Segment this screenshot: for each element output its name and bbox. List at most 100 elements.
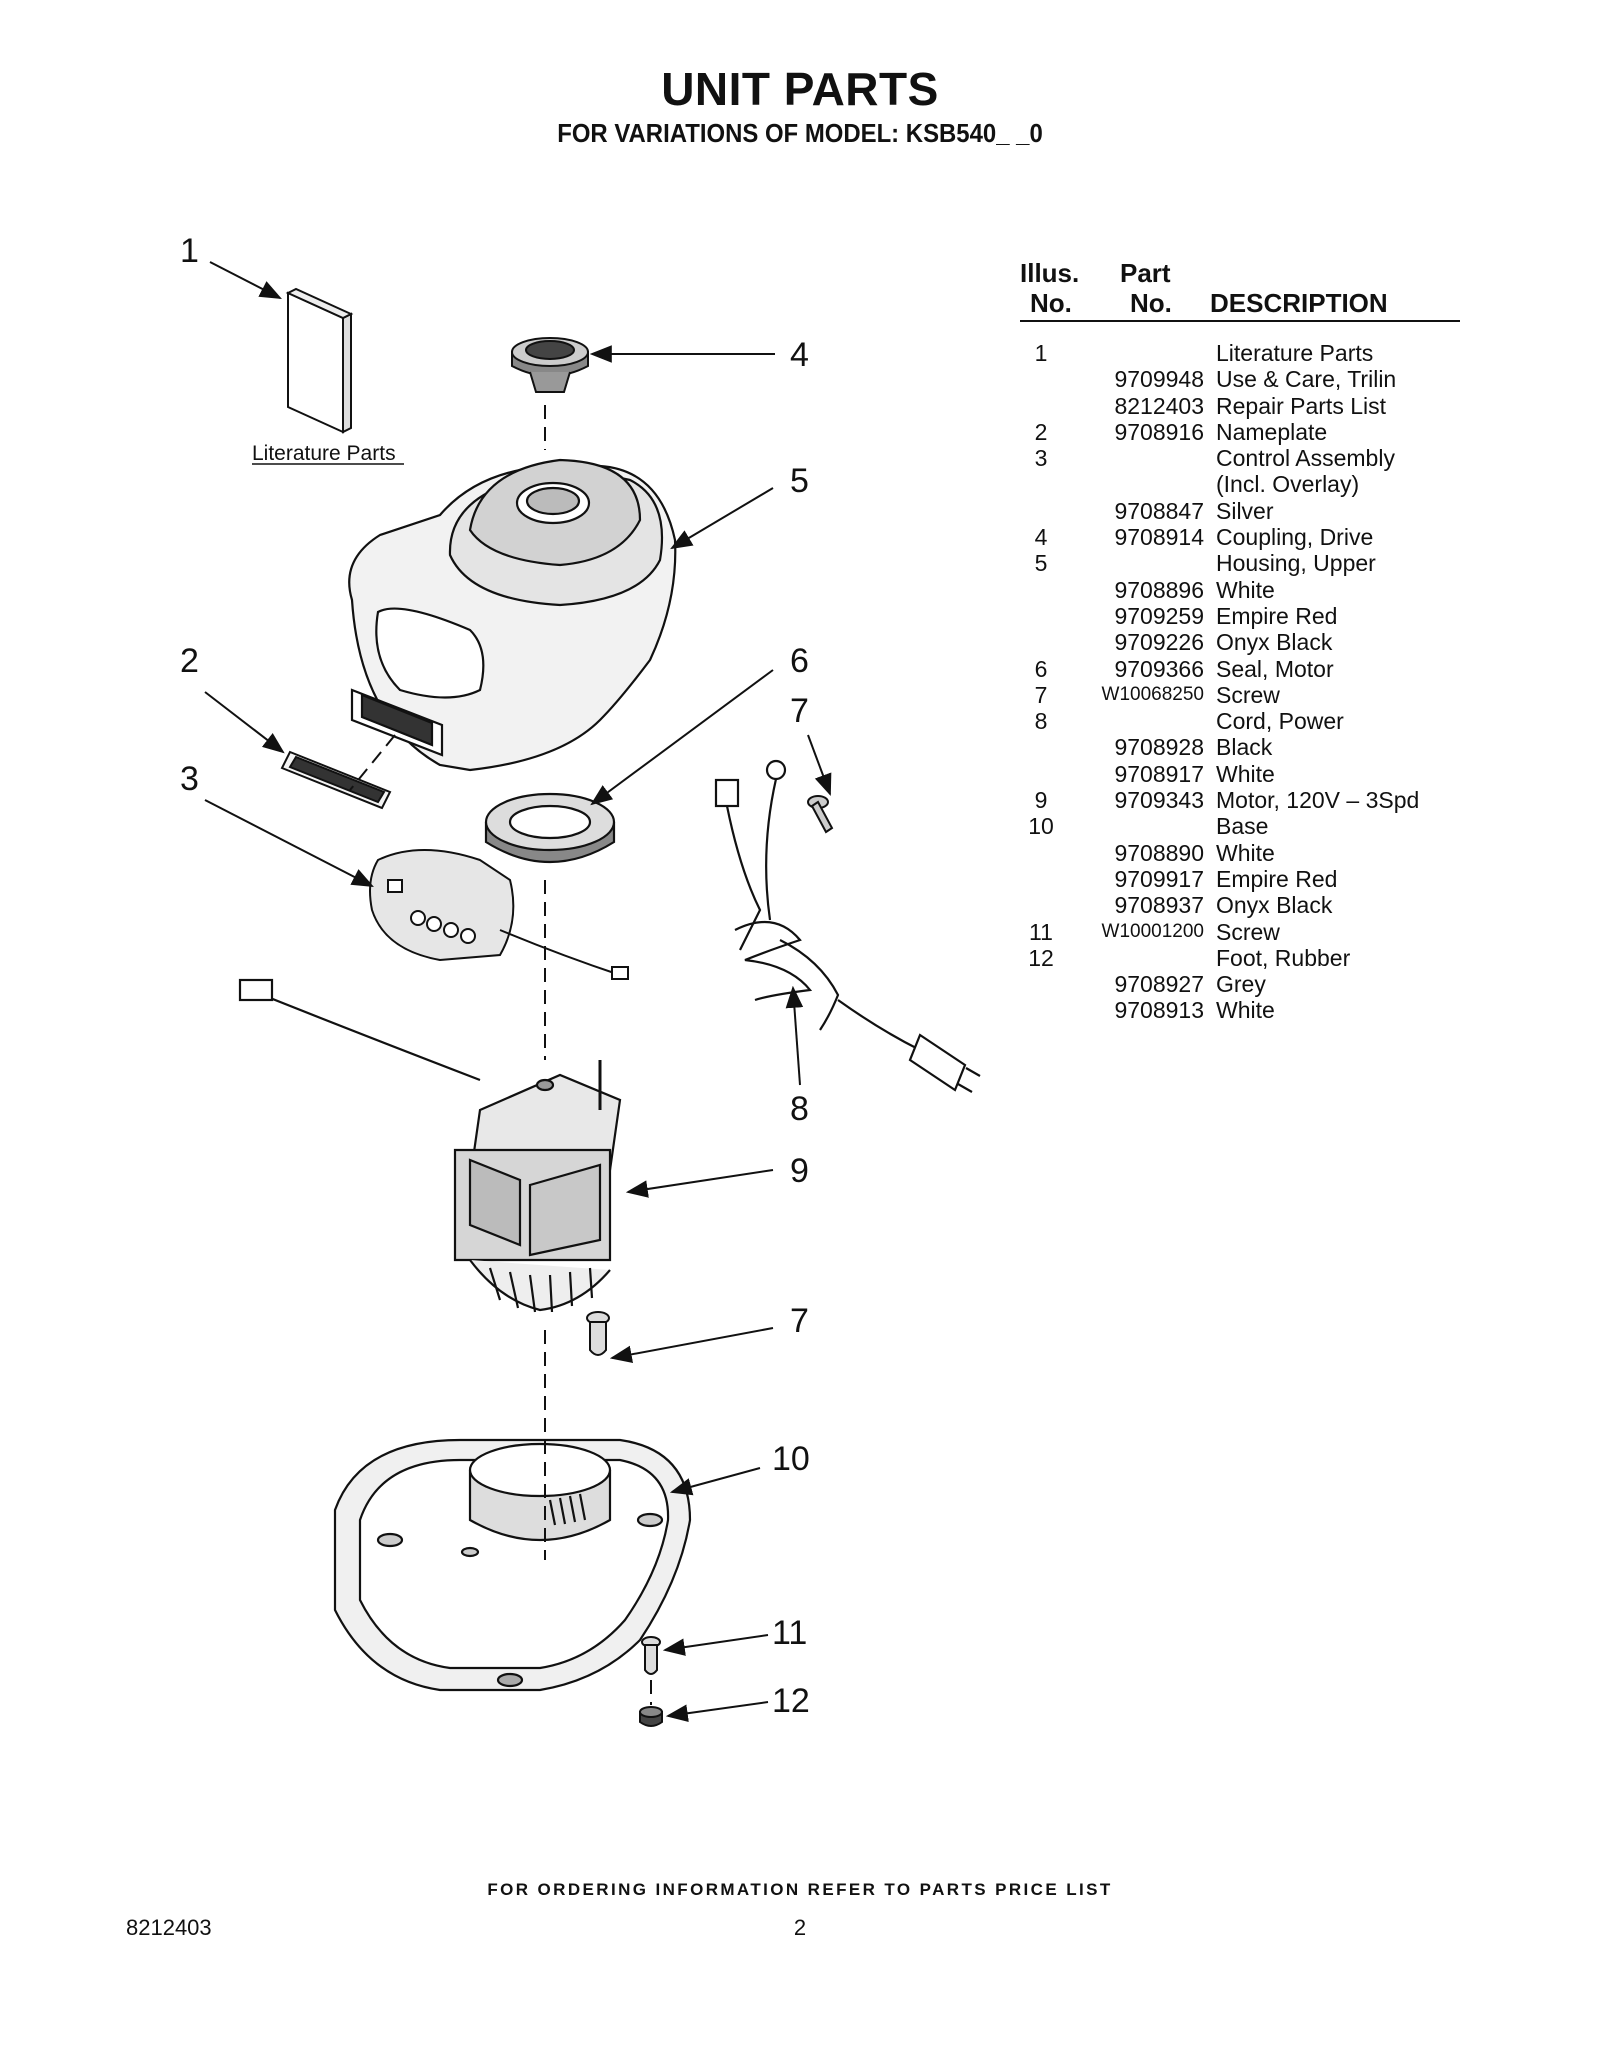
header-illus-line2: No. [1030,288,1072,318]
illus-number: 5 [1034,550,1048,577]
coupling-drive-illustration [511,337,589,393]
rubber-foot-illustration [639,1706,663,1727]
illus-number: 7 [1034,681,1048,708]
part-number: 9708914 [1114,524,1204,551]
table-row: 9 9709343 Motor, 120V – 3Spd [1020,787,1460,813]
illus-number: 12 [1028,944,1054,971]
motor-seal-illustration [484,792,616,864]
callout-7-upper: 7 [790,692,809,730]
header-illus-line1: Illus. [1020,258,1080,288]
part-number: 8212403 [1114,392,1204,419]
part-description: Literature Parts [1216,340,1374,366]
part-description: Coupling, Drive [1216,524,1374,551]
callout-4: 4 [790,336,809,374]
ordering-note: FOR ORDERING INFORMATION REFER TO PARTS … [487,1880,1113,1899]
page-number: 2 [793,1915,807,1940]
part-number: 9708890 [1114,839,1204,866]
part-description: Silver [1216,497,1274,524]
part-number: 9708937 [1114,892,1204,919]
part-number: 9708916 [1114,418,1204,445]
control-assembly-illustration [369,849,629,980]
illus-number: 9 [1034,787,1048,814]
part-description: Use & Care, Trilin [1216,366,1397,393]
part-number: 9708927 [1114,971,1204,998]
literature-parts-label: Literature Parts [252,442,396,465]
table-row: 5 Housing, Upper [1020,550,1460,576]
screw-upper-illustration [807,795,834,834]
illus-number: 10 [1028,813,1054,840]
part-description: Base [1216,813,1269,840]
callout-12: 12 [772,1682,810,1720]
literature-parts-illustration [285,287,354,434]
part-number: 9709948 [1114,366,1204,393]
table-row: 9708928 Black [1020,734,1460,760]
part-description: Grey [1216,971,1266,998]
base-illustration [333,1438,692,1692]
part-description: Empire Red [1216,865,1338,892]
header-part-line1: Part [1120,258,1171,288]
part-description: (Incl. Overlay) [1216,471,1360,498]
illus-number: 6 [1034,655,1048,682]
part-description: White [1216,576,1275,603]
nameplate-illustration [280,750,392,810]
part-description: Screw [1216,681,1280,708]
part-description: Motor, 120V – 3Spd [1216,787,1420,814]
table-row: 10 Base [1020,813,1460,839]
header-part-line2: No. [1130,288,1172,318]
part-number: W10001200 [1101,920,1204,942]
part-description: Screw [1216,918,1280,945]
part-description: Black [1216,734,1273,761]
illus-number: 3 [1034,445,1048,472]
callout-11: 11 [772,1614,807,1652]
part-number: 9708917 [1114,760,1204,787]
part-description: Control Assembly [1216,445,1395,472]
header-rule [1020,320,1460,322]
table-row: 9709948 Use & Care, Trilin [1020,366,1460,392]
screw-base-illustration [641,1636,661,1675]
callout-1: 1 [180,232,199,270]
part-number: 9709259 [1114,602,1204,629]
assembly-lines [349,405,652,1705]
callout-9: 9 [790,1152,809,1190]
part-description: Onyx Black [1216,892,1333,919]
part-number: 9708896 [1114,576,1204,603]
part-description: Empire Red [1216,602,1338,629]
table-row: 9708937 Onyx Black [1020,892,1460,918]
header-description: DESCRIPTION [1210,288,1388,318]
part-number: W10068250 [1101,683,1204,705]
part-number: 9708928 [1114,734,1204,761]
part-number: 9709226 [1114,629,1204,656]
table-row: 9709917 Empire Red [1020,866,1460,892]
table-row: 9708927 Grey [1020,971,1460,997]
table-row: 6 9709366 Seal, Motor [1020,656,1460,682]
part-description: Cord, Power [1216,708,1344,735]
part-description: Housing, Upper [1216,550,1376,577]
part-number: 9709917 [1114,865,1204,892]
upper-housing-illustration [348,458,677,772]
part-number: 9708913 [1114,997,1204,1024]
table-row: 7 W10068250 Screw [1020,682,1460,708]
table-row: 9708896 White [1020,577,1460,603]
callout-6: 6 [790,642,809,680]
part-number: 9709366 [1114,655,1204,682]
table-row: 12 Foot, Rubber [1020,945,1460,971]
callout-3: 3 [180,760,199,798]
part-number: 9709343 [1114,787,1204,814]
callout-5: 5 [790,462,809,500]
part-description: Seal, Motor [1216,655,1334,682]
page-subtitle: FOR VARIATIONS OF MODEL: KSB540_ _0 [557,118,1043,148]
illus-number: 8 [1034,708,1048,735]
part-description: Foot, Rubber [1216,944,1351,971]
callout-8: 8 [790,1090,809,1128]
leader-arrows [204,261,832,1722]
callout-2: 2 [180,642,199,680]
